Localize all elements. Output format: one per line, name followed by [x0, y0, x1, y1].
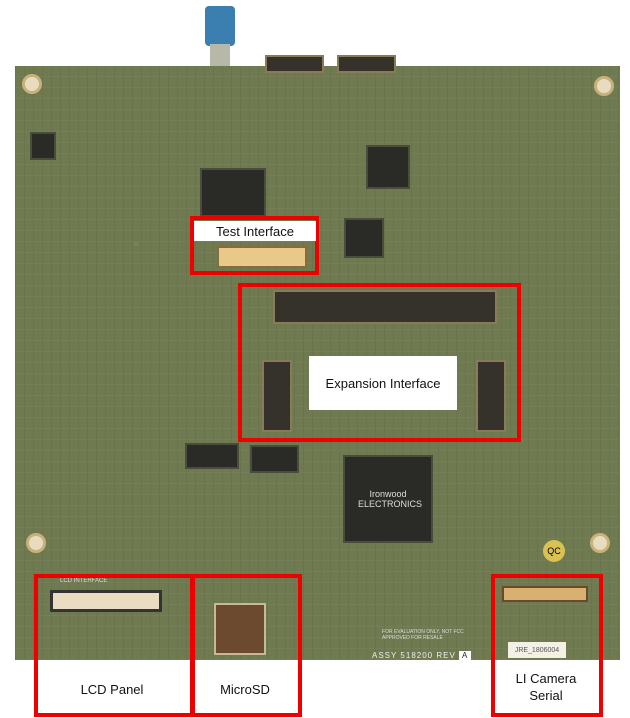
- ic-chip: [185, 443, 239, 469]
- lcd-panel-label: LCD Panel: [80, 682, 144, 697]
- lcd-silkscreen: LCD INTERFACE: [60, 578, 108, 584]
- test-interface-highlight: [190, 216, 319, 275]
- ironwood-logo: Ironwood ELECTRONICS: [358, 489, 423, 509]
- ironwood-processor: Ironwood ELECTRONICS: [343, 455, 433, 543]
- expansion-connector-top: [273, 290, 497, 324]
- lcd-connector: [50, 590, 162, 612]
- li-camera-label: LI Camera Serial: [515, 671, 577, 703]
- eval-note: FOR EVALUATION ONLY, NOT FCC APPROVED FO…: [382, 629, 464, 641]
- ic-chip: [30, 132, 56, 160]
- ic-chip: [366, 145, 410, 189]
- microsd-highlight: [190, 574, 302, 717]
- ic-chip: [250, 445, 299, 473]
- usb-connector: [337, 55, 396, 73]
- mounting-hole: [594, 76, 614, 96]
- assembly-marking: ASSY 518200 REV A: [372, 651, 472, 660]
- serial-label: JRE_1806004: [508, 642, 566, 658]
- ic-chip: [344, 218, 384, 258]
- li-camera-highlight: [491, 574, 603, 717]
- mounting-hole: [26, 533, 46, 553]
- usb-connector: [265, 55, 324, 73]
- antenna-connector: [205, 6, 235, 46]
- microsd-socket: [214, 603, 266, 655]
- antenna-connector-base: [210, 44, 230, 66]
- test-connector: [217, 246, 307, 268]
- microsd-label: MicroSD: [220, 682, 270, 697]
- qc-sticker: QC: [543, 540, 565, 562]
- expansion-interface-highlight: [238, 283, 521, 442]
- expansion-connector-left: [262, 360, 292, 432]
- ic-chip: [200, 168, 266, 217]
- test-interface-label: Test Interface: [194, 221, 316, 241]
- expansion-interface-label: Expansion Interface: [309, 356, 457, 410]
- mounting-hole: [22, 74, 42, 94]
- camera-connector: [502, 586, 588, 602]
- expansion-connector-right: [476, 360, 506, 432]
- mounting-hole: [590, 533, 610, 553]
